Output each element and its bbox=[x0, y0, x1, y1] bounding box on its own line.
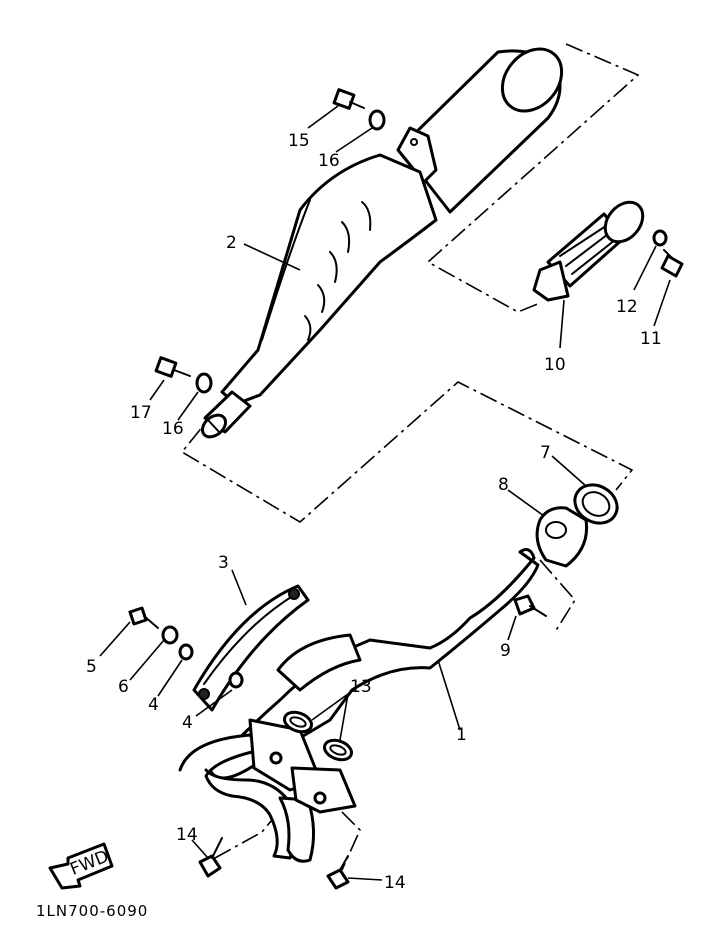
muffler-fasteners bbox=[154, 88, 684, 394]
leader-lines bbox=[99, 105, 671, 881]
callout-14-right: 14 bbox=[384, 873, 406, 893]
muffler-assembly bbox=[200, 47, 564, 439]
callout-5: 5 bbox=[86, 657, 97, 677]
drawing-code: 1LN700-6090 bbox=[36, 902, 148, 920]
callout-15: 15 bbox=[288, 131, 310, 151]
joint-seals bbox=[535, 483, 619, 568]
spark-arrester bbox=[532, 200, 645, 302]
callout-3: 3 bbox=[218, 553, 229, 573]
callout-16-bottom: 16 bbox=[162, 419, 184, 439]
callout-14-left: 14 bbox=[176, 825, 198, 845]
callout-16-top: 16 bbox=[318, 151, 340, 171]
callout-8: 8 bbox=[498, 475, 509, 495]
callout-9: 9 bbox=[500, 641, 511, 661]
callout-11: 11 bbox=[640, 329, 662, 349]
callout-labels: 1 2 3 4 4 5 6 7 8 9 10 11 12 13 14 14 15… bbox=[86, 131, 662, 893]
callout-4-right: 4 bbox=[182, 713, 193, 733]
callout-12: 12 bbox=[616, 297, 638, 317]
callout-4-left: 4 bbox=[148, 695, 159, 715]
callout-10: 10 bbox=[544, 355, 566, 375]
callout-6: 6 bbox=[118, 677, 129, 697]
callout-1: 1 bbox=[456, 725, 467, 745]
callout-17: 17 bbox=[130, 403, 152, 423]
fwd-arrow-icon: FWD bbox=[48, 842, 114, 890]
callout-13: 13 bbox=[350, 677, 372, 697]
lower-fasteners bbox=[128, 594, 547, 890]
callout-7: 7 bbox=[540, 443, 551, 463]
exhaust-pipe bbox=[178, 548, 540, 863]
callout-2: 2 bbox=[226, 233, 237, 253]
